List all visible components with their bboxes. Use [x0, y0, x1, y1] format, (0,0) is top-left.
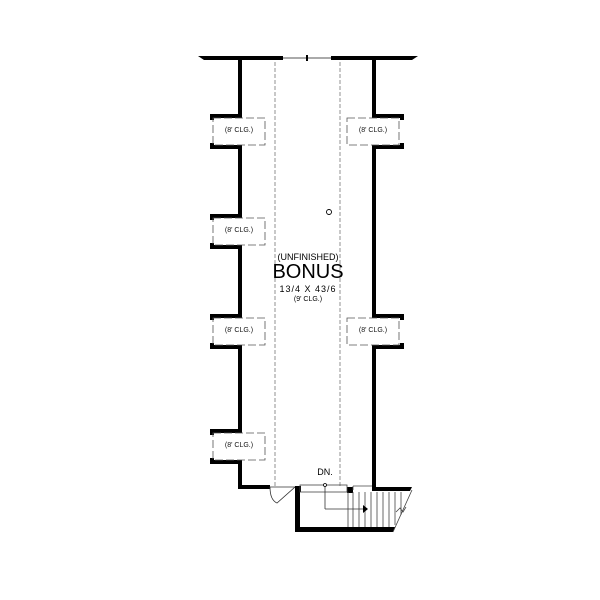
stair-direction-arrow [323, 483, 368, 513]
light-fixture-icon [326, 209, 332, 215]
room-name: BONUS [272, 261, 344, 283]
door-swing [269, 486, 297, 504]
stairs [299, 484, 413, 533]
dormer-left-4-ceiling: (8' CLG.) [224, 442, 254, 449]
dormer-left-2-ceiling: (8' CLG.) [224, 227, 254, 234]
room-dimensions: 13/4 X 43/6 [279, 284, 337, 294]
dormer-right-2-ceiling: (8' CLG.) [358, 327, 388, 334]
stair-down-label: DN. [317, 467, 333, 477]
room-ceiling: (9' CLG.) [293, 296, 323, 303]
left-wall [210, 60, 270, 489]
dormer-left-1-ceiling: (8' CLG.) [224, 127, 254, 134]
dormer-outlines [212, 117, 400, 461]
knee-wall-lines [274, 62, 341, 488]
right-wall [372, 60, 412, 491]
stair-enclosure [295, 486, 395, 532]
dormer-left-3-ceiling: (8' CLG.) [224, 327, 254, 334]
room-status: (UNFINISHED) [277, 252, 339, 262]
dormer-right-1-ceiling: (8' CLG.) [358, 127, 388, 134]
top-wall [198, 55, 418, 61]
